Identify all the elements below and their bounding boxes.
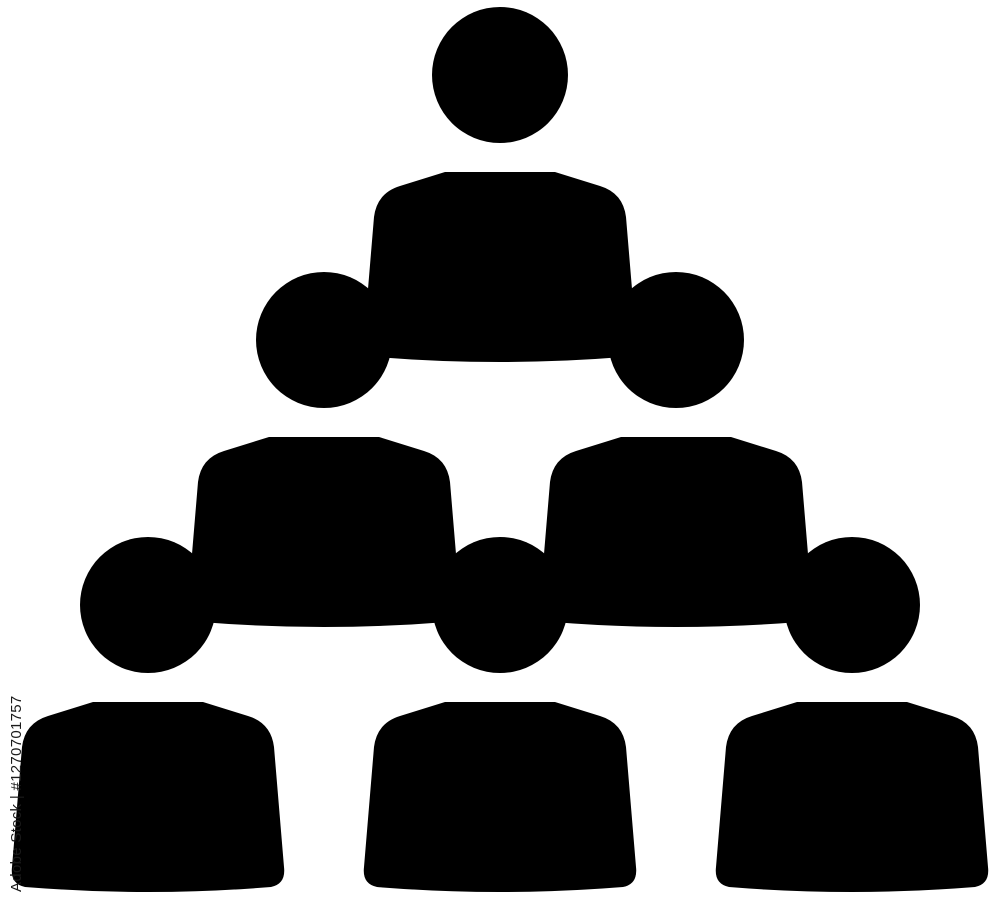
watermark-text: Adobe Stock | #1270701757 [8, 695, 25, 892]
stock-watermark: Adobe Stock | #1270701757 [8, 664, 32, 894]
person-icon [363, 7, 637, 362]
